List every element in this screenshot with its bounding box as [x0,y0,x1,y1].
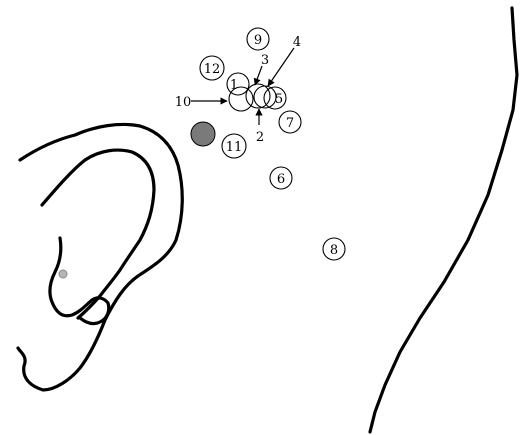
label-3: 3 [261,53,269,68]
ear-outer-contour [18,124,182,390]
ear-concha-contour [50,238,109,324]
label-5: 5 [275,92,283,107]
label-10: 10 [175,95,192,110]
filled-point-marker [191,122,215,146]
label-4: 4 [293,35,301,50]
label-12: 12 [204,62,221,77]
label-6: 6 [277,172,285,187]
ear-dot-marker [59,270,67,278]
label-8: 8 [330,243,338,258]
face-contour [370,8,517,432]
ear-inner-contour [42,150,154,318]
label-1: 1 [230,78,238,93]
label-11: 11 [226,140,243,155]
label-7: 7 [286,116,294,131]
arrow-4 [268,48,294,86]
point-ring-4 [254,86,276,108]
label-2: 2 [256,130,264,145]
arrow-3 [255,66,262,85]
label-9: 9 [254,33,262,48]
